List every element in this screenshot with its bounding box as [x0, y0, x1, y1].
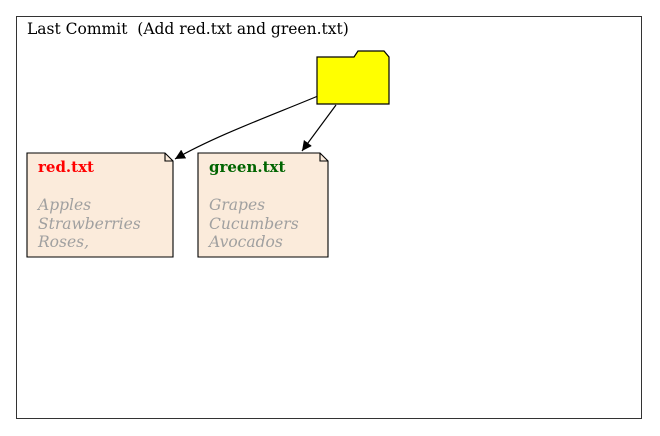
file-line: Strawberries: [38, 215, 141, 233]
edge-folder-to-red: [174, 95, 319, 160]
cluster-title: Last Commit (Add red.txt and green.txt): [27, 20, 349, 38]
folder-icon: [316, 50, 390, 105]
file-line: Avocados: [207, 233, 283, 251]
commit-cluster: [16, 16, 642, 419]
file-line: Grapes: [209, 196, 265, 214]
edge-folder-to-green: [301, 104, 337, 152]
file-node-green: green.txt Grapes Cucumbers Avocados: [197, 152, 329, 258]
file-line: Roses,: [37, 233, 89, 251]
file-line: Cucumbers: [209, 215, 299, 233]
file-title-red: red.txt: [38, 158, 94, 176]
file-title-green: green.txt: [209, 158, 285, 176]
file-line: Apples: [36, 196, 91, 214]
file-node-red: red.txt Apples Strawberries Roses,: [26, 152, 174, 258]
